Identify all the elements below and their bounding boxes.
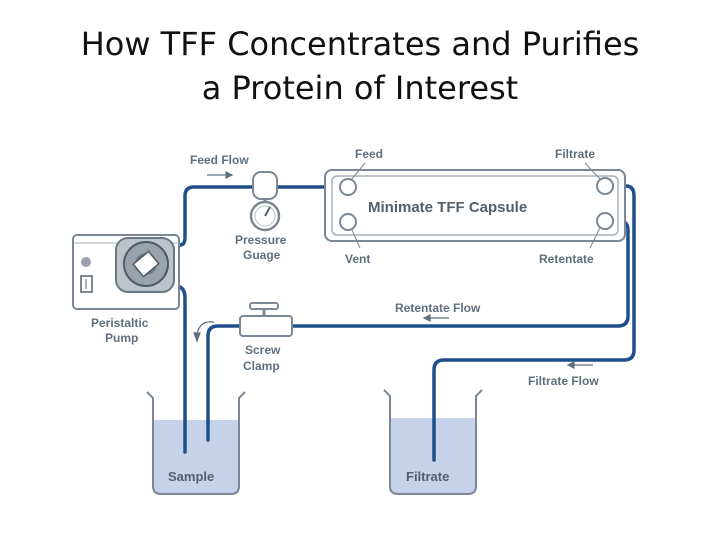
retentate-port-label: Retentate	[539, 252, 594, 266]
pressure-gauge-label-line-1: Pressure	[235, 233, 287, 247]
pump-outlet-tube	[170, 185, 255, 247]
sample-return-tube	[206, 324, 242, 442]
slide-title-line-1: How TFF Concentrates and Purifies	[80, 25, 640, 63]
filtrate-port-icon	[596, 177, 614, 195]
sample-return-curved-arrow	[193, 321, 215, 343]
pressure-gauge-label-line-2: Guage	[243, 248, 281, 262]
filtrate-flow-arrow	[566, 361, 593, 369]
filtrate-leader	[584, 162, 601, 180]
sample-beaker-label: Sample	[168, 469, 214, 484]
capsule-label: Minimate TFF Capsule	[368, 199, 527, 216]
flow-arrows	[193, 171, 593, 369]
peristaltic-pump-icon	[72, 234, 180, 310]
screw-clamp-label-line-1: Screw	[245, 343, 281, 357]
feed-port-label: Feed	[355, 147, 383, 161]
slide-title: How TFF Concentrates and Purifies a Prot…	[0, 22, 720, 110]
retentate-port-icon	[596, 212, 614, 230]
feed-flow-arrow	[207, 171, 234, 179]
retentate-flow-label: Retentate Flow	[395, 301, 481, 315]
filtrate-port-label: Filtrate	[555, 147, 595, 161]
feed-port-icon	[339, 178, 357, 196]
vent-port-icon	[339, 213, 357, 231]
leader-lines	[350, 162, 601, 249]
feed-leader	[350, 162, 366, 181]
filtrate-flow-label: Filtrate Flow	[528, 374, 599, 388]
slide-title-line-2: a Protein of Interest	[201, 69, 519, 107]
pressure-gauge-icon	[249, 171, 281, 232]
vent-leader	[351, 229, 361, 249]
tff-capsule-icon	[324, 169, 626, 242]
filtrate-outlet-tube	[432, 184, 636, 462]
retentate-flow-arrow	[422, 314, 449, 322]
screw-clamp-label-line-2: Clamp	[243, 359, 280, 373]
screw-clamp-icon	[239, 302, 293, 337]
peristaltic-pump-label-line-2: Pump	[105, 331, 138, 345]
retentate-leader	[589, 227, 601, 249]
feed-flow-label: Feed Flow	[190, 153, 249, 167]
vent-label: Vent	[345, 252, 370, 266]
peristaltic-pump-label-line-1: Peristaltic	[91, 316, 149, 330]
filtrate-beaker-label: Filtrate	[406, 469, 449, 484]
sample-beaker-icon	[146, 391, 246, 495]
